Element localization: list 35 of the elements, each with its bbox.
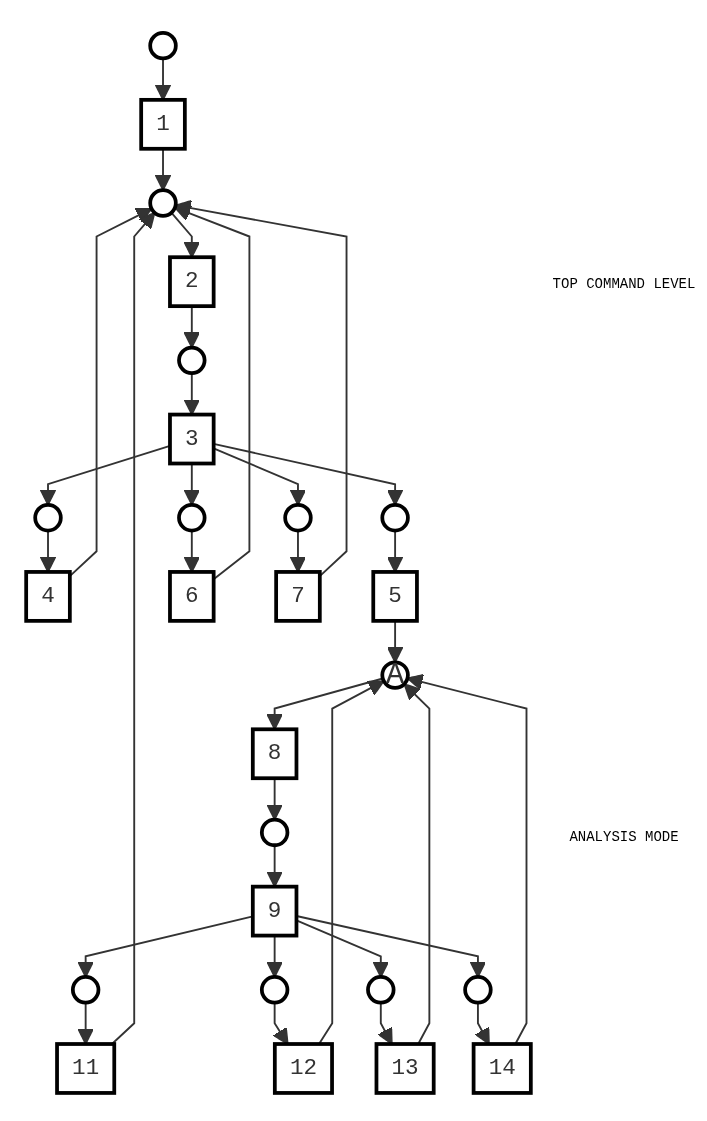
node-circle xyxy=(33,503,63,533)
node-box xyxy=(168,412,216,466)
node-box xyxy=(272,1042,334,1095)
node-circle xyxy=(177,503,207,533)
node-circle xyxy=(177,345,207,376)
level-label: ANALYSIS MODE xyxy=(568,828,680,845)
arrow xyxy=(170,211,201,258)
node-circle xyxy=(366,975,396,1005)
node-box xyxy=(168,570,216,623)
level-label: TOP COMMAND LEVEL xyxy=(551,276,697,293)
node-circle xyxy=(259,975,290,1005)
node-circle xyxy=(259,817,290,848)
node-box xyxy=(168,255,216,309)
arrow xyxy=(111,211,156,1045)
node-box xyxy=(24,570,72,623)
node-circle xyxy=(148,30,178,61)
node-box xyxy=(274,570,322,623)
petri-net-diagram: 1 2 3 4 6 7 5 A 8 9 11 12 13 14 xyxy=(8,8,549,1108)
node-circle xyxy=(463,975,493,1005)
node-circle xyxy=(380,660,410,690)
node-box xyxy=(55,1042,117,1095)
node-box xyxy=(371,570,419,623)
arrow xyxy=(174,205,251,581)
node-circle xyxy=(70,975,101,1005)
node-circle xyxy=(380,503,410,533)
arrow xyxy=(403,683,431,1045)
arrow xyxy=(318,680,385,1045)
node-circle xyxy=(283,503,313,533)
node-box xyxy=(471,1042,533,1095)
node-circle xyxy=(148,188,178,218)
arrow xyxy=(174,199,348,578)
node-box xyxy=(139,97,187,151)
node-box xyxy=(250,884,299,938)
node-box xyxy=(374,1042,436,1095)
node-box xyxy=(250,727,299,781)
